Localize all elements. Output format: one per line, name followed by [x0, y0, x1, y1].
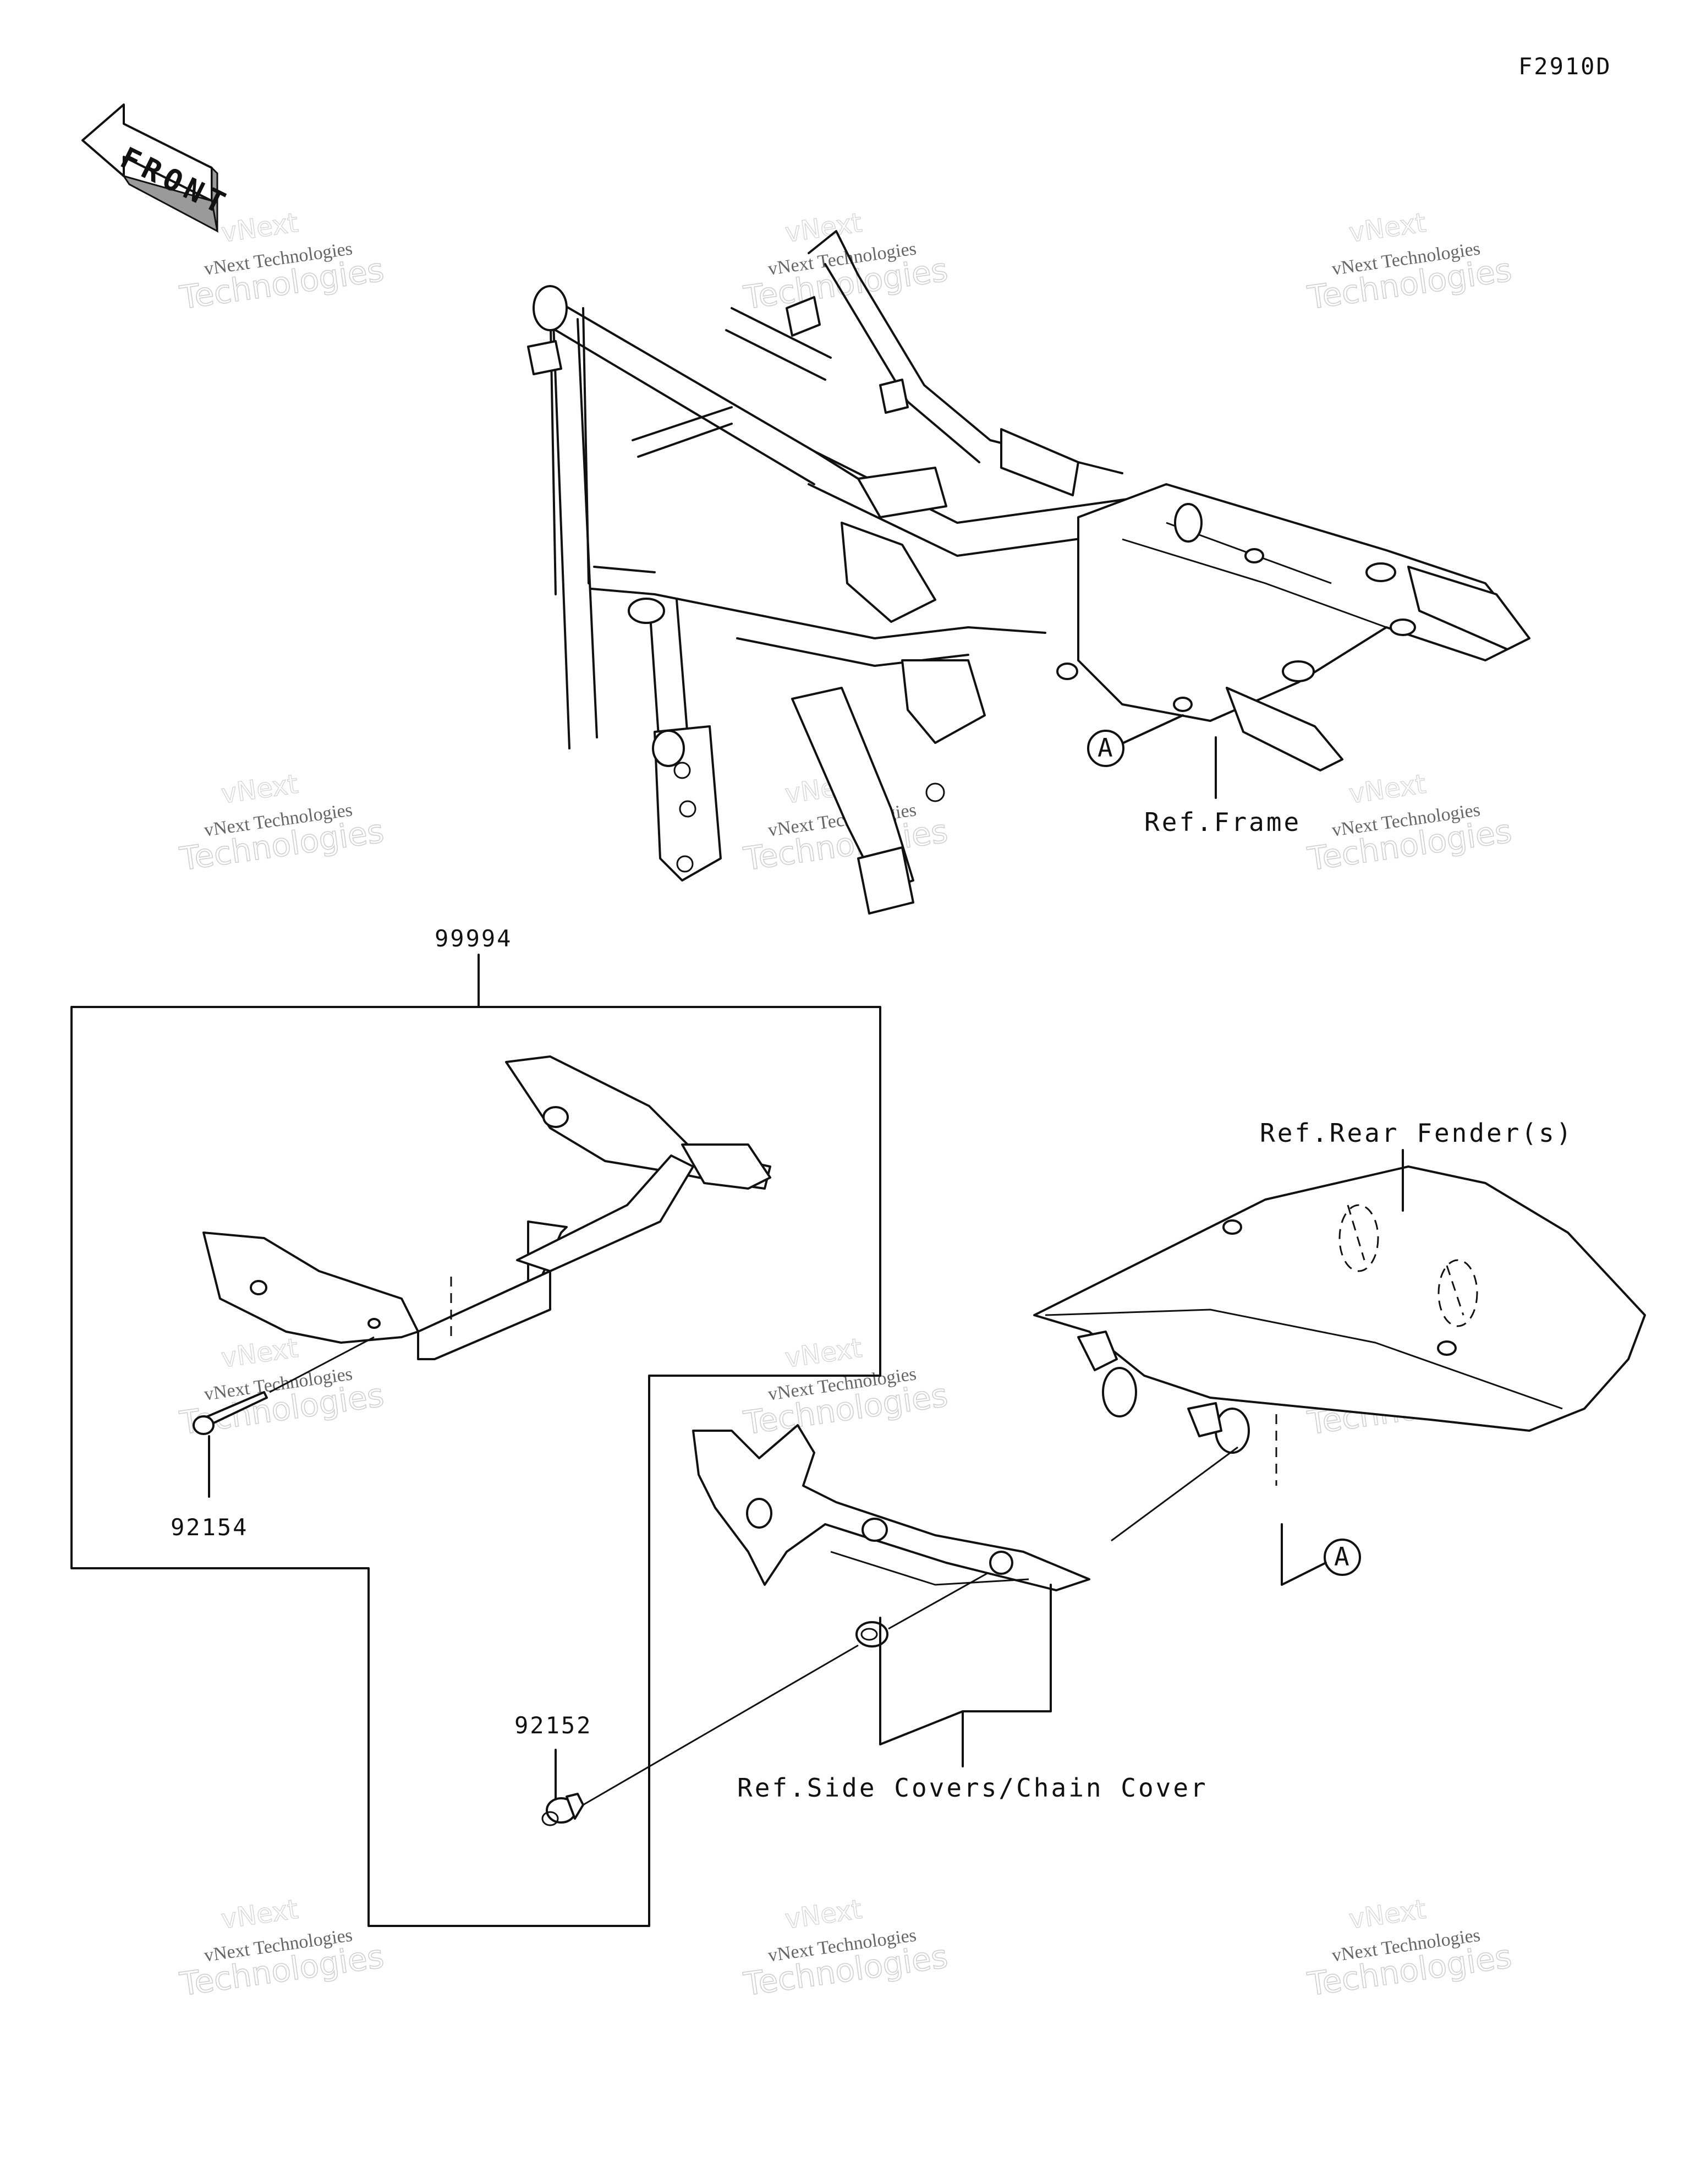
- rear-fender-part: [1033, 1165, 1646, 1542]
- watermark: vNext vNext Technologies Technologies: [177, 1893, 387, 2004]
- side-cover-part: [692, 1424, 1090, 1591]
- watermark: vNext vNext Technologies Technologies: [1305, 1893, 1515, 2004]
- assembly-bracket-outline: [70, 1006, 881, 1927]
- part-number-92152: 92152: [514, 1712, 592, 1739]
- svg-text:vNext: vNext: [220, 207, 300, 249]
- watermark: vNext vNext Technologies Technologies: [177, 768, 387, 878]
- svg-text:vNext: vNext: [1347, 207, 1428, 249]
- grommet: [855, 1621, 888, 1647]
- svg-text:vNext: vNext: [220, 769, 300, 810]
- watermark: vNext vNext Technologies Technologies: [1305, 207, 1515, 317]
- callout-a-fender: [1324, 1539, 1361, 1576]
- ref-frame-label: Ref.Frame: [1144, 807, 1301, 837]
- svg-text:vNext: vNext: [220, 1333, 300, 1374]
- svg-text:vNext: vNext: [783, 1894, 864, 1935]
- svg-text:vNext: vNext: [220, 1894, 300, 1935]
- bolt-92154: [193, 1336, 375, 1435]
- collar-92152: [541, 1793, 584, 1826]
- part-number-99994: 99994: [435, 925, 512, 952]
- frame-drawing: [527, 230, 1530, 915]
- watermark: vNext vNext Technologies Technologies: [741, 1893, 951, 2004]
- grab-bar-part: [202, 1055, 771, 1360]
- ref-side-covers-label: Ref.Side Covers/Chain Cover: [737, 1773, 1208, 1803]
- callout-a-frame: [1087, 730, 1124, 767]
- part-number-92154: 92154: [171, 1514, 248, 1541]
- watermark: vNext vNext Technologies Technologies: [741, 207, 951, 317]
- watermark: vNext vNext Technologies Technologies: [741, 1332, 951, 1442]
- diagram-code: F2910D: [1518, 53, 1612, 80]
- front-arrow-icon: FRONT: [81, 103, 235, 233]
- callout-a-frame-label: A: [1098, 733, 1115, 763]
- ref-rear-fender-label: Ref.Rear Fender(s): [1260, 1118, 1574, 1148]
- svg-text:vNext: vNext: [783, 1333, 864, 1374]
- svg-text:vNext: vNext: [1347, 769, 1428, 810]
- svg-text:vNext: vNext: [1347, 1894, 1428, 1935]
- watermark: vNext vNext Technologies Technologies: [1305, 768, 1515, 878]
- callout-a-fender-label: A: [1334, 1542, 1352, 1572]
